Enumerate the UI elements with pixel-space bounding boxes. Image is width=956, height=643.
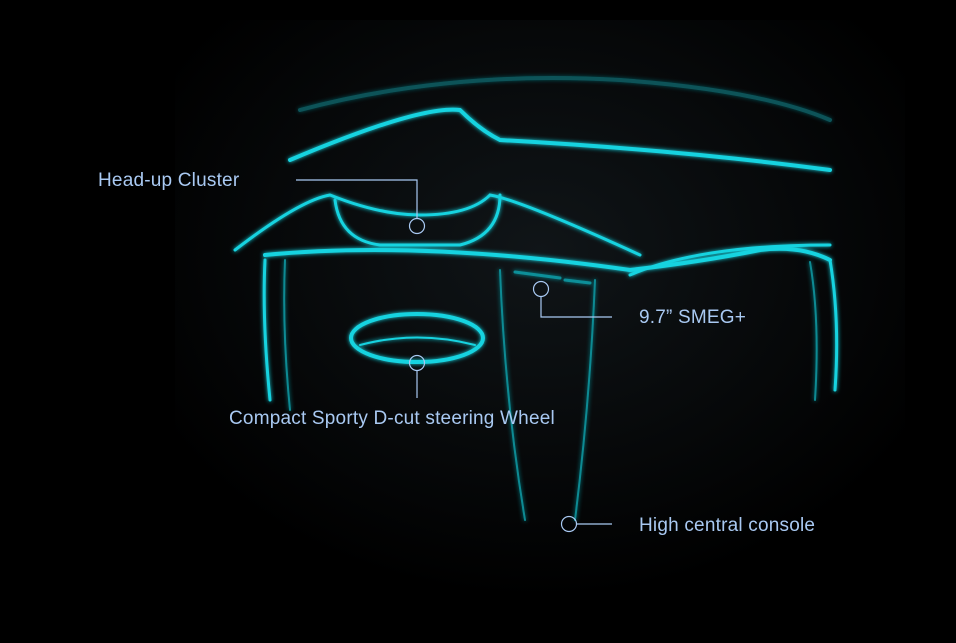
head-up-cluster-marker — [408, 217, 426, 235]
callout-lines — [296, 179, 612, 533]
steering-wheel-marker — [408, 354, 426, 372]
dashboard-outline — [233, 76, 839, 521]
background-haze — [175, 20, 905, 600]
central-console-label: High central console — [639, 515, 816, 536]
steering-wheel-label: Compact Sporty D-cut steering Wheel — [229, 408, 555, 429]
head-up-cluster-label: Head-up Cluster — [98, 170, 240, 191]
console-marker — [560, 515, 578, 533]
smeg-display-label: 9.7” SMEG+ — [639, 307, 747, 328]
smeg-marker — [532, 280, 550, 298]
